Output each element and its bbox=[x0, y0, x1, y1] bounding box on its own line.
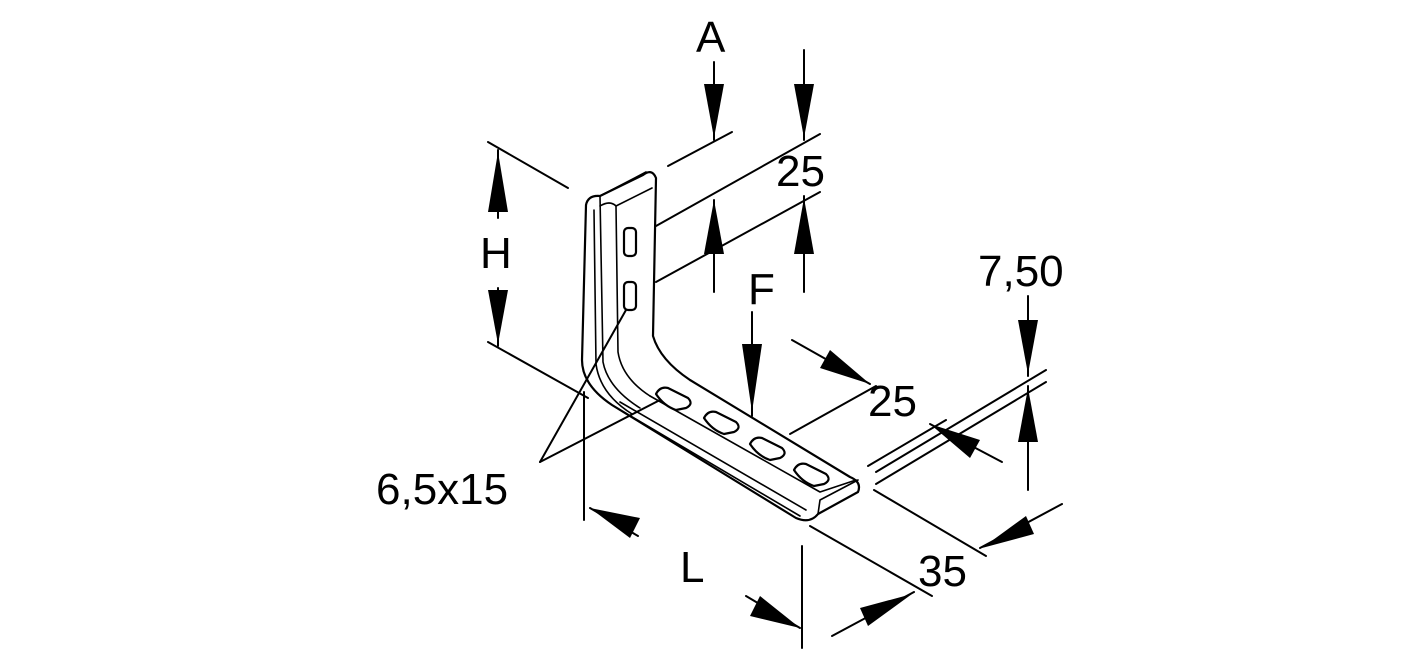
label-h: H bbox=[480, 229, 512, 278]
label-slot: 6,5x15 bbox=[376, 465, 508, 514]
mid25-arrow-1 bbox=[820, 350, 870, 384]
label-depth: 35 bbox=[918, 547, 967, 596]
h-extension-top bbox=[487, 141, 569, 189]
vertical-slot-1 bbox=[622, 226, 638, 258]
a-arrow-up bbox=[704, 200, 724, 254]
label-top-width: 25 bbox=[776, 147, 825, 196]
horizontal-slot-1 bbox=[654, 386, 692, 412]
flange-extension-1 bbox=[875, 369, 1047, 473]
f-arrow-down bbox=[742, 344, 762, 412]
label-f: F bbox=[748, 265, 775, 314]
vertical-face-edge bbox=[599, 195, 641, 409]
h-arrow-down bbox=[488, 290, 508, 344]
h-arrow-up bbox=[488, 152, 508, 212]
horizontal-slots bbox=[654, 386, 830, 488]
dimension-lines bbox=[487, 49, 1063, 649]
channel-line-1 bbox=[619, 401, 807, 511]
depth-arrow-2 bbox=[860, 594, 912, 626]
mid25-extension-1 bbox=[789, 385, 877, 435]
top25-arrow-up bbox=[794, 198, 814, 254]
depth-extension-2 bbox=[809, 525, 933, 597]
top-lip bbox=[599, 171, 653, 207]
depth-arrow-1 bbox=[982, 516, 1034, 548]
a-extension bbox=[667, 131, 733, 167]
label-a: A bbox=[696, 13, 726, 62]
l-arrow-right bbox=[750, 596, 800, 628]
h-extension-bottom bbox=[487, 341, 589, 399]
dimension-labels: A 25 H F 7,50 25 6,5x15 L 35 bbox=[376, 13, 1064, 596]
flange-tip bbox=[817, 479, 859, 515]
horizontal-slot-3 bbox=[748, 436, 786, 462]
flange-arrow-up bbox=[1018, 388, 1038, 442]
flange-extension-2 bbox=[875, 381, 1047, 485]
top25-arrow-down bbox=[794, 84, 814, 138]
vertical-face-inner bbox=[599, 202, 651, 397]
mid25-arrow-2 bbox=[930, 424, 980, 458]
label-l: L bbox=[680, 543, 704, 592]
bracket-outline bbox=[580, 171, 861, 522]
channel-line-3 bbox=[611, 404, 801, 517]
flange-arrow-down bbox=[1018, 320, 1038, 374]
horizontal-slot-4 bbox=[792, 462, 830, 488]
channel-line-2 bbox=[649, 395, 857, 493]
label-flange: 7,50 bbox=[978, 247, 1064, 296]
slot-leader-2 bbox=[539, 399, 661, 463]
depth-extension bbox=[873, 489, 987, 557]
bracket-part bbox=[580, 171, 861, 522]
label-mid-width: 25 bbox=[868, 377, 917, 426]
vertical-slot-2 bbox=[622, 280, 638, 312]
a-arrow-down bbox=[704, 84, 724, 138]
arrowheads bbox=[488, 84, 1038, 628]
horizontal-slot-2 bbox=[702, 410, 740, 436]
top25-extension-2 bbox=[655, 191, 821, 283]
l-arrow-left bbox=[590, 508, 640, 538]
slot-leader-1 bbox=[539, 309, 627, 463]
mid25-extension-2 bbox=[867, 419, 947, 467]
top25-extension-1 bbox=[655, 133, 821, 227]
